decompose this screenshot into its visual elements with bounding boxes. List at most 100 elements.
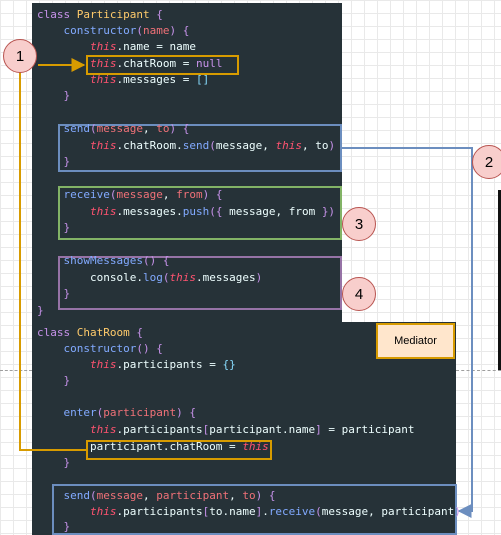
- participant-class-code-line: receive(message, from) {: [37, 188, 222, 202]
- participant-class-code-line: showMessages() {: [37, 254, 169, 268]
- code-token: }: [37, 89, 71, 102]
- code-token: push: [182, 205, 210, 218]
- code-token: send: [37, 122, 90, 135]
- step-badge-2-label: 2: [484, 153, 494, 171]
- code-token: message, from: [229, 205, 322, 218]
- code-token: ) {: [202, 188, 223, 201]
- code-token: this: [169, 271, 196, 284]
- code-token: class: [37, 8, 77, 21]
- chatroom-class-code-line: constructor() {: [37, 342, 162, 356]
- participant-class-code-line: this.chatRoom.send(message, this, to): [37, 139, 335, 153]
- chatroom-class-code-line: }: [37, 520, 70, 534]
- code-token: participant.name: [209, 423, 316, 436]
- code-token: }: [37, 221, 71, 234]
- chatroom-null-highlight[interactable]: [86, 55, 239, 75]
- step-badge-2: 2: [472, 145, 501, 179]
- code-token: send: [37, 489, 90, 502]
- participant-class-code-line: this.name = name: [37, 40, 196, 54]
- code-token: (: [89, 122, 97, 135]
- chatroom-assign-highlight[interactable]: [86, 440, 272, 460]
- participant-receive-highlight[interactable]: [58, 186, 342, 240]
- chatroom-class-code-line: }: [37, 374, 70, 388]
- code-token: }: [37, 456, 71, 469]
- mediator-label: Mediator: [394, 335, 437, 347]
- code-token: (: [89, 489, 97, 502]
- code-token: this: [275, 139, 302, 152]
- code-token: [: [202, 505, 210, 518]
- participant-class-code-line: send(message, to) {: [37, 122, 189, 136]
- arrow-2-send-to-chatroom-send: [342, 147, 473, 518]
- participant-show-messages-highlight[interactable]: [58, 256, 342, 310]
- code-token: Participant: [76, 8, 157, 21]
- chatroom-send-highlight[interactable]: [52, 484, 457, 535]
- code-token: .name = name: [116, 40, 196, 53]
- step-badge-4: 4: [342, 277, 376, 311]
- code-token: this: [242, 440, 269, 453]
- code-token: }: [37, 374, 71, 387]
- code-token: constructor: [37, 342, 137, 355]
- code-token: ) {: [169, 122, 190, 135]
- code-token: }: [37, 304, 44, 317]
- code-token: ): [255, 271, 263, 284]
- line-1-to-chatroom-assign: [19, 72, 86, 451]
- participant-class-code-line: constructor(name) {: [37, 24, 189, 38]
- code-token: receive: [37, 188, 110, 201]
- code-token: null: [195, 57, 223, 70]
- code-token: participant: [103, 406, 177, 419]
- page-break-line-left: [0, 370, 32, 371]
- code-token: name: [142, 24, 170, 37]
- participant-class-code-line: }: [37, 221, 70, 235]
- code-token: ) {: [255, 489, 276, 502]
- code-token: (: [315, 505, 322, 518]
- code-token: ]: [255, 505, 263, 518]
- code-token: .participants: [116, 423, 203, 436]
- step-badge-1: 1: [3, 39, 37, 73]
- code-token: to: [242, 489, 256, 502]
- chatroom-class-code-line: participant.chatRoom = this: [37, 440, 269, 454]
- participant-class-code-line: console.log(this.messages): [37, 271, 262, 285]
- code-token: ,: [142, 122, 157, 135]
- code-token: .messages =: [116, 73, 196, 86]
- code-token: this: [37, 73, 117, 86]
- code-token: this: [37, 505, 117, 518]
- step-badge-3-label: 3: [354, 215, 364, 233]
- chatroom-class-code-line: enter(participant) {: [37, 406, 195, 420]
- code-token: ChatRoom: [76, 326, 137, 339]
- participant-class-code-line: this.messages.push({ message, from }): [37, 205, 335, 219]
- step-badge-3: 3: [342, 207, 376, 241]
- chatroom-class-code-line: }: [37, 456, 70, 470]
- code-token: = participant: [321, 423, 415, 436]
- participant-send-highlight[interactable]: [58, 124, 342, 172]
- code-token: message,: [215, 139, 276, 152]
- code-token: console.: [37, 271, 143, 284]
- code-token: participant: [156, 489, 230, 502]
- code-token: (: [109, 188, 117, 201]
- edge-bar: [498, 190, 501, 370]
- code-token: this: [37, 139, 117, 152]
- code-token: this: [37, 40, 117, 53]
- code-token: ,: [162, 188, 177, 201]
- mediator-label-box: Mediator: [376, 323, 455, 359]
- chatroom-class-code-line: class ChatRoom {: [37, 326, 143, 340]
- code-token: {: [156, 8, 163, 21]
- code-token: .participants: [116, 505, 203, 518]
- code-token: receive: [268, 505, 316, 518]
- page-break-line-right: [456, 370, 501, 371]
- code-token: ) {: [169, 24, 190, 37]
- code-token: {}: [222, 358, 236, 371]
- code-token: }): [321, 205, 336, 218]
- code-token: enter: [37, 406, 97, 419]
- chatroom-class-code-line: send(message, participant, to) {: [37, 489, 275, 503]
- chatroom-class-code-line: this.participants = {}: [37, 358, 236, 372]
- code-token: .messages: [195, 271, 256, 284]
- code-token: ]: [315, 423, 322, 436]
- participant-class-code-line: this.messages = []: [37, 73, 209, 87]
- code-token: ): [328, 139, 336, 152]
- code-token: .: [262, 505, 269, 518]
- code-token: this: [37, 358, 117, 371]
- participant-class-code-line: }: [37, 304, 44, 318]
- code-token: participant.chatRoom =: [37, 440, 243, 453]
- code-token: to: [156, 122, 170, 135]
- code-token: .messages.: [116, 205, 183, 218]
